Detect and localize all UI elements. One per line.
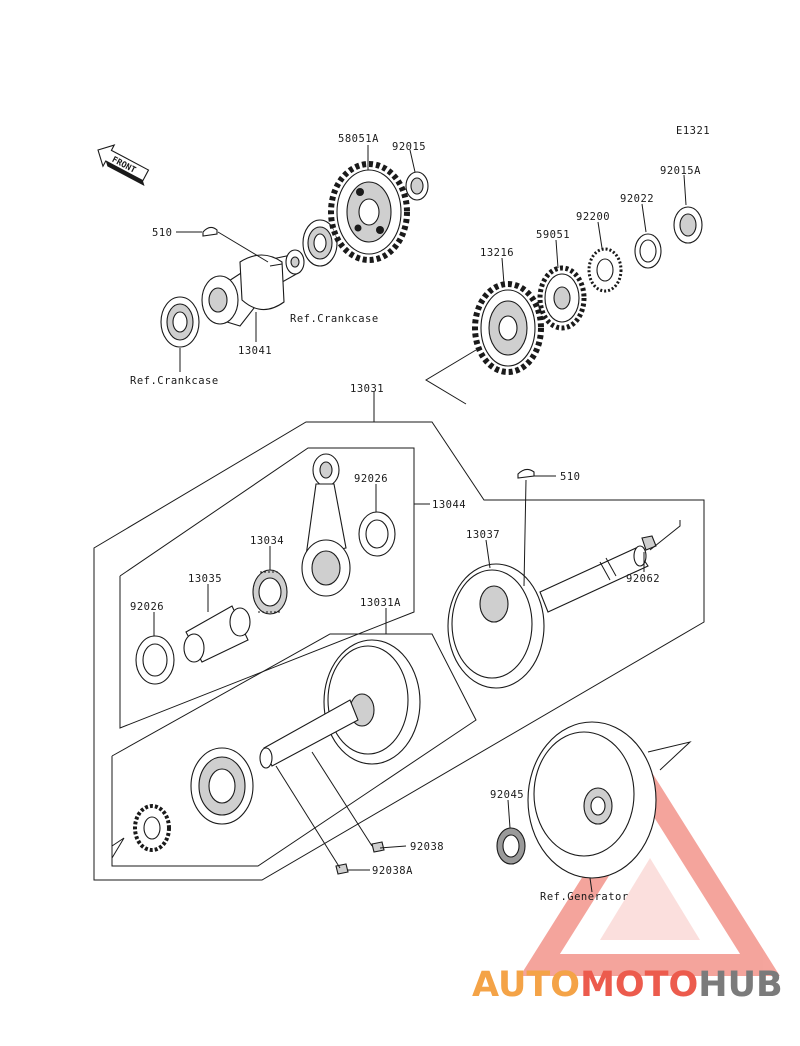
label-13035: 13035 <box>188 573 222 585</box>
label-13031A: 13031A <box>360 597 401 609</box>
svg-text:AUTOMOTOHUB: AUTOMOTOHUB <box>472 965 783 1005</box>
label-510-lower: 510 <box>560 471 580 483</box>
label-13216: 13216 <box>480 247 514 259</box>
label-92045: 92045 <box>490 789 524 801</box>
crankpin-13035 <box>183 605 251 663</box>
label-92062: 92062 <box>626 573 660 585</box>
crankshaft-half-13037 <box>447 545 649 689</box>
label-59051: 59051 <box>536 229 570 241</box>
label-92038: 92038 <box>410 841 444 853</box>
label-58051A: 58051A <box>338 133 379 145</box>
watermark-moto: MOTO <box>580 965 698 1005</box>
label-ref-crankcase-left: Ref.Crankcase <box>130 375 219 387</box>
nut-92015 <box>405 171 429 201</box>
watermark-text: AUTOMOTOHUB <box>472 965 783 1005</box>
balancer-shaft-13041 <box>201 249 305 327</box>
label-92200: 92200 <box>576 211 610 223</box>
label-13031: 13031 <box>350 383 384 395</box>
nut-92015A <box>673 206 703 244</box>
part-labels: 58051A 92015 92015A 92022 92200 59051 13… <box>130 133 701 903</box>
diagram-code: E1321 <box>676 125 710 137</box>
label-92015: 92015 <box>392 141 426 153</box>
label-92026-upper: 92026 <box>354 473 388 485</box>
label-92038A: 92038A <box>372 865 413 877</box>
watermark-auto: AUTO <box>472 965 580 1005</box>
label-13034: 13034 <box>250 535 284 547</box>
label-ref-crankcase-right: Ref.Crankcase <box>290 313 379 325</box>
gear-59051 <box>537 265 587 331</box>
label-92022: 92022 <box>620 193 654 205</box>
generator-rotor <box>527 721 657 879</box>
gear-58051A <box>328 161 410 263</box>
bearing-crankshaft-left <box>190 747 254 825</box>
label-92015A: 92015A <box>660 165 701 177</box>
thrust-washer-92026-lower <box>135 635 175 685</box>
connecting-rod-13044 <box>301 453 351 597</box>
pin-92038 <box>371 841 385 853</box>
label-13037: 13037 <box>466 529 500 541</box>
key-510-lower <box>517 468 535 479</box>
washer-92022 <box>634 233 662 269</box>
crankshaft-half-box-13031A <box>111 633 477 867</box>
needle-bearing-13034 <box>252 569 288 615</box>
key-510-top <box>202 226 218 237</box>
label-510-top: 510 <box>152 227 172 239</box>
connecting-rod-set-box-13044 <box>119 447 415 729</box>
bearing-right-ref-crankcase <box>302 219 338 267</box>
leader-lines <box>111 145 692 893</box>
label-13044: 13044 <box>432 499 466 511</box>
crankshaft-half-13031A <box>259 639 421 769</box>
pin-92038A <box>335 863 349 875</box>
guide-line-13216 <box>425 349 477 405</box>
sprocket-lower-left <box>133 804 171 852</box>
nut-92062 <box>641 535 657 551</box>
watermark-hub: HUB <box>698 965 782 1005</box>
label-92026-lower: 92026 <box>130 601 164 613</box>
label-ref-generator: Ref.Generator <box>540 891 629 903</box>
gear-13216 <box>472 281 544 375</box>
thrust-washer-92026-upper <box>358 511 396 557</box>
front-arrow-icon: FRONT <box>97 144 150 187</box>
bearing-left-ref-crankcase <box>160 296 200 348</box>
oil-seal-92045 <box>496 827 526 865</box>
lockwasher-92200 <box>587 247 623 293</box>
label-13041: 13041 <box>238 345 272 357</box>
crankshaft-assembly-box-13031 <box>93 421 705 881</box>
